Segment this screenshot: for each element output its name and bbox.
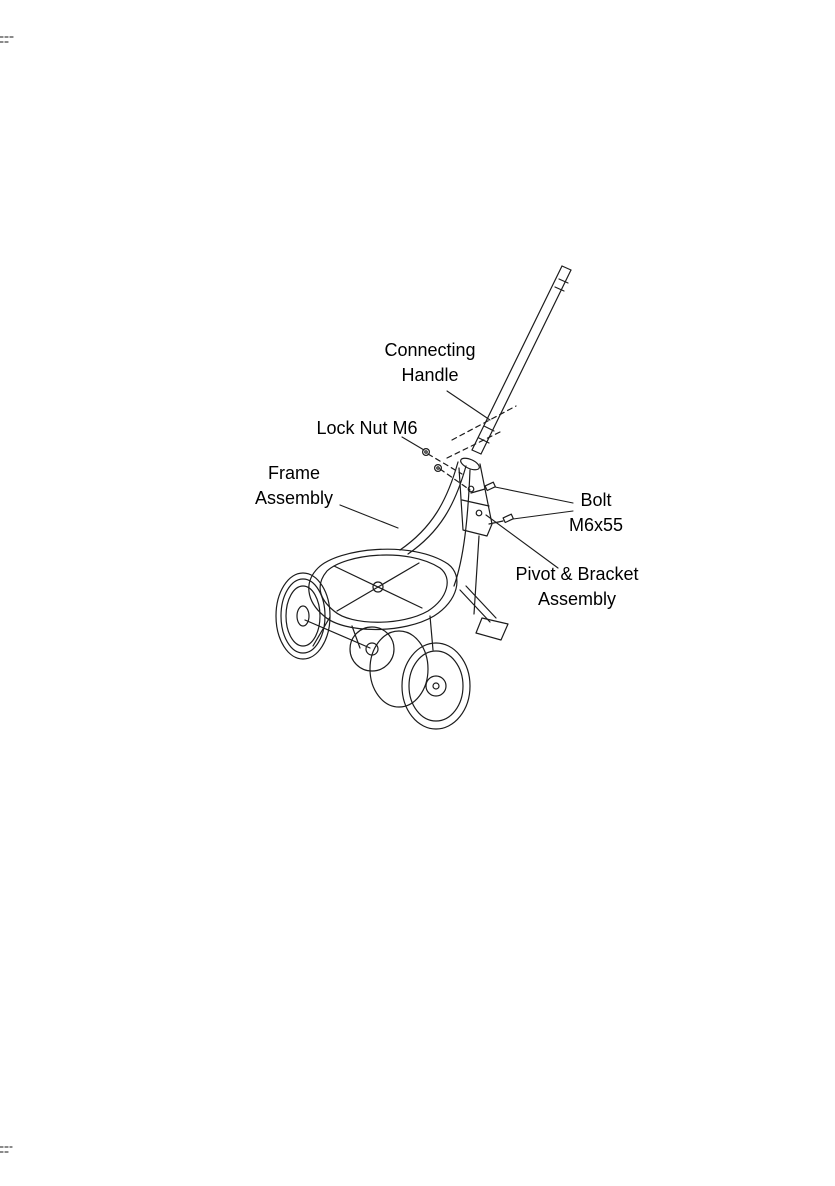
lock-nut-part <box>422 448 443 473</box>
connecting-handle-part <box>471 265 572 455</box>
bolt-part <box>470 481 514 525</box>
leader-lines <box>339 390 574 569</box>
label-pivot-bracket-assembly: Pivot & Bracket Assembly <box>515 564 639 609</box>
axis-dashed-lines <box>427 405 517 491</box>
label-frame-assembly: Frame Assembly <box>254 463 334 508</box>
kickstand-part <box>459 585 509 641</box>
crop-mark-bottom-left <box>0 1146 13 1153</box>
pivot-bracket-part <box>458 457 493 615</box>
front-wheels <box>369 630 471 730</box>
frame-assembly-part <box>304 461 471 651</box>
label-lock-nut: Lock Nut M6 <box>316 418 418 438</box>
label-bolt: Bolt M6x55 <box>568 490 624 535</box>
rear-wheel <box>275 572 331 660</box>
label-connecting-handle: Connecting Handle <box>384 340 476 385</box>
crop-mark-top-left <box>0 36 15 43</box>
